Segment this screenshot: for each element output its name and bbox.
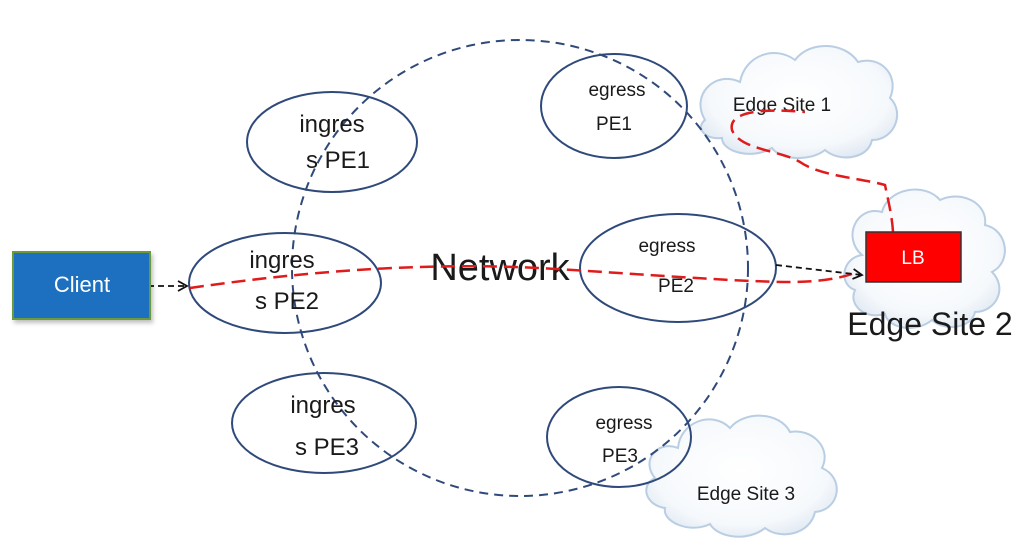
egress-pe-3-line2: PE3 [602,446,638,467]
egress-pe-3-line1: egress [595,413,652,434]
edge-site-1-cloud: Edge Site 1 [699,45,899,159]
ingress-pe-3-line1: ingres [290,392,355,419]
egress-pe-1-line2: PE1 [596,114,632,135]
edge-site-1-label: Edge Site 1 [733,95,831,116]
edge-site-3-label: Edge Site 3 [697,484,795,505]
traffic-path-lb-to-edge-site-1 [730,109,895,233]
edge-site-3-cloud: Edge Site 3 [645,414,838,538]
ingress-pe-3-line2: s PE3 [295,434,359,461]
load-balancer-box [865,231,962,283]
traffic-path-client-to-lb [189,264,853,290]
ingress-pe-1: ingres s PE1 [246,91,418,193]
load-balancer-label: LB [901,248,924,269]
client-box [12,251,151,320]
egress-pe2-to-lb-arrow [775,264,864,280]
egress-pe-2: egress PE2 [579,213,777,323]
ingress-pe-1-line1: ingres [299,111,364,138]
egress-pe-2-line2: PE2 [658,276,694,297]
network-ring [291,39,749,497]
egress-pe-1: egress PE1 [540,53,688,159]
egress-pe-3: egress PE3 [546,386,692,488]
egress-pe-2-line1: egress [638,236,695,257]
ingress-pe-1-line2: s PE1 [306,147,370,174]
edge-site-2-label: Edge Site 2 [847,306,1012,342]
egress-pe-1-line1: egress [588,80,645,101]
ingress-pe-2-line1: ingres [249,247,314,274]
ingress-pe-2: ingres s PE2 [188,232,382,334]
ingress-pe-2-line2: s PE2 [255,288,319,315]
client-label: Client [54,272,110,297]
ingress-pe-3: ingres s PE3 [231,372,417,474]
